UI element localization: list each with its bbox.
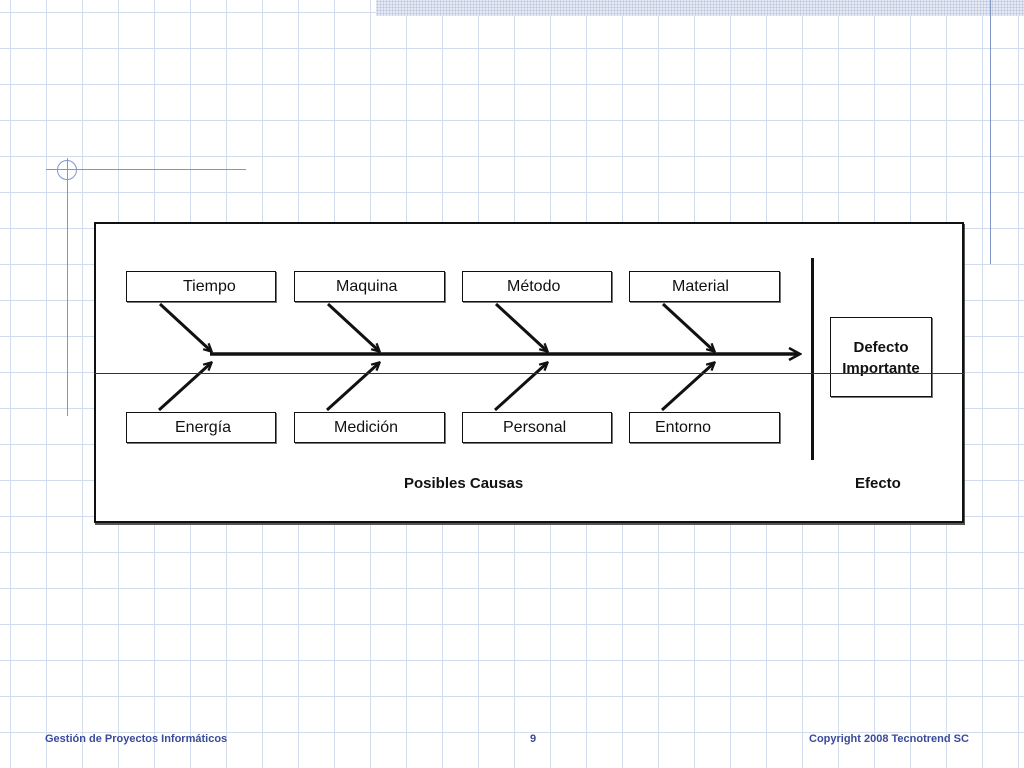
cause-box-maquina: Maquina (294, 271, 445, 302)
footer-page-number: 9 (530, 733, 537, 745)
footer-copyright: Copyright 2008 Tecnotrend SC (809, 733, 969, 745)
cause-label: Tiempo (183, 277, 236, 295)
causes-caption: Posibles Causas (404, 475, 524, 492)
cause-label: Medición (334, 418, 399, 436)
cause-label: Entorno (655, 418, 712, 436)
effect-caption: Efecto (855, 475, 901, 492)
effect-separator-bar (811, 258, 814, 460)
cause-box-personal: Personal (462, 412, 612, 443)
effect-label-line2: Importante (842, 360, 920, 377)
decorative-line-right (990, 0, 991, 264)
footer-course-title: Gestión de Proyectos Informáticos (45, 733, 228, 745)
cause-label: Método (507, 277, 561, 295)
decorative-line-vertical (67, 158, 68, 416)
effect-box: Defecto Importante (830, 317, 932, 397)
cause-label: Energía (175, 418, 232, 436)
cause-box-energia: Energía (126, 412, 276, 443)
decorative-line-horizontal (46, 169, 246, 170)
cause-label: Material (672, 277, 729, 295)
cause-box-tiempo: Tiempo (126, 271, 276, 302)
slide-divider-line (94, 373, 964, 374)
cause-box-entorno: Entorno (629, 412, 780, 443)
decorative-circle (57, 160, 77, 180)
effect-label-line1: Defecto (853, 339, 909, 356)
cause-box-metodo: Método (462, 271, 612, 302)
cause-label: Personal (503, 418, 567, 436)
top-decorative-band (376, 0, 1024, 16)
cause-label: Maquina (336, 277, 398, 295)
cause-box-material: Material (629, 271, 780, 302)
cause-box-medicion: Medición (294, 412, 445, 443)
